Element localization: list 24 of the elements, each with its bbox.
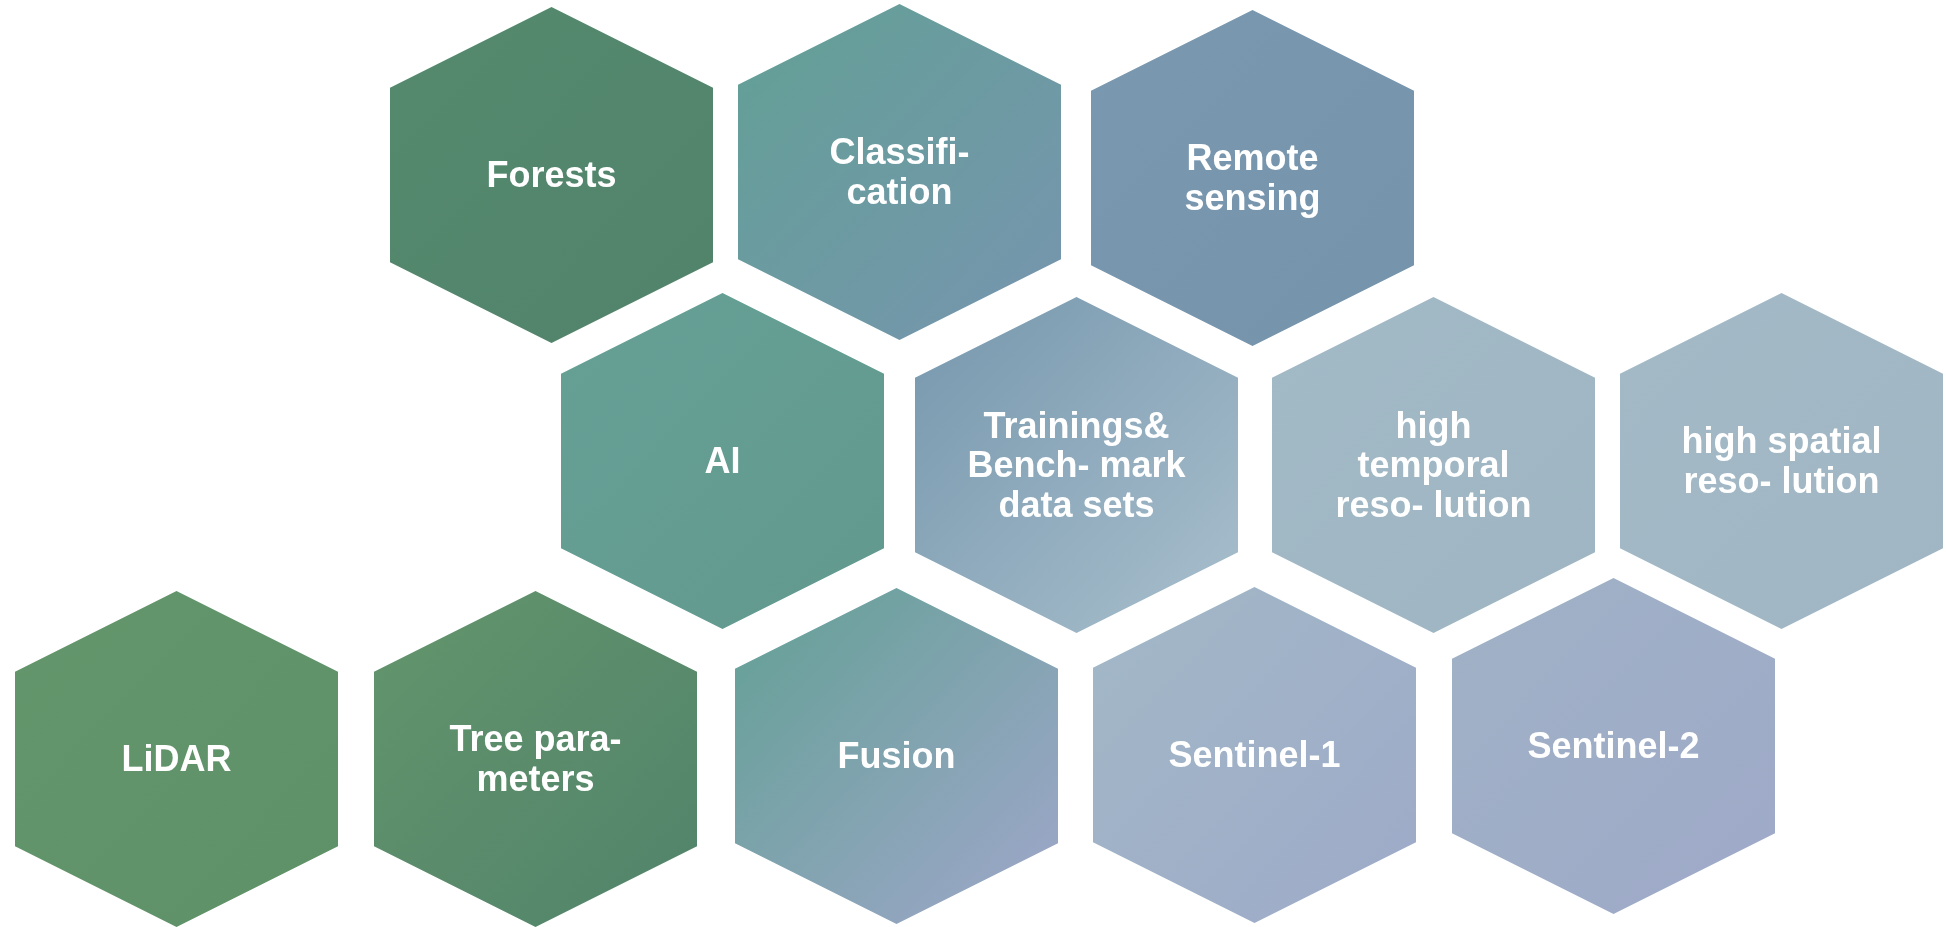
hexagon xyxy=(1620,293,1943,629)
hexagon-label: Classifi- cation xyxy=(828,132,971,212)
hexagon-label: Sentinel-1 xyxy=(1167,735,1342,775)
hexagon-label: high spatial reso- lution xyxy=(1680,421,1883,501)
hexagon xyxy=(374,591,697,927)
hexagon xyxy=(738,4,1061,340)
hexagon-label: AI xyxy=(703,441,742,481)
hexagon xyxy=(1093,587,1416,923)
hexagon-label: Trainings& Bench- mark data sets xyxy=(966,405,1187,525)
hexagon xyxy=(1272,297,1595,633)
hexagon-label: Forests xyxy=(485,155,618,195)
hexagon-label: Tree para- meters xyxy=(448,719,623,799)
hexagon-label: Fusion xyxy=(836,736,957,776)
hexagon xyxy=(1091,10,1414,346)
hexagon xyxy=(915,297,1238,633)
hexagon xyxy=(735,588,1058,924)
hexagon xyxy=(1452,578,1775,914)
hexagon-label: Sentinel-2 xyxy=(1526,726,1701,766)
hexagon-label: Remote sensing xyxy=(1183,138,1322,218)
hexagon xyxy=(561,293,884,629)
hexagon xyxy=(390,7,713,343)
hexagon-label: high temporal reso- lution xyxy=(1334,405,1533,525)
hexagon-label: LiDAR xyxy=(120,739,233,779)
hexagon xyxy=(15,591,338,927)
